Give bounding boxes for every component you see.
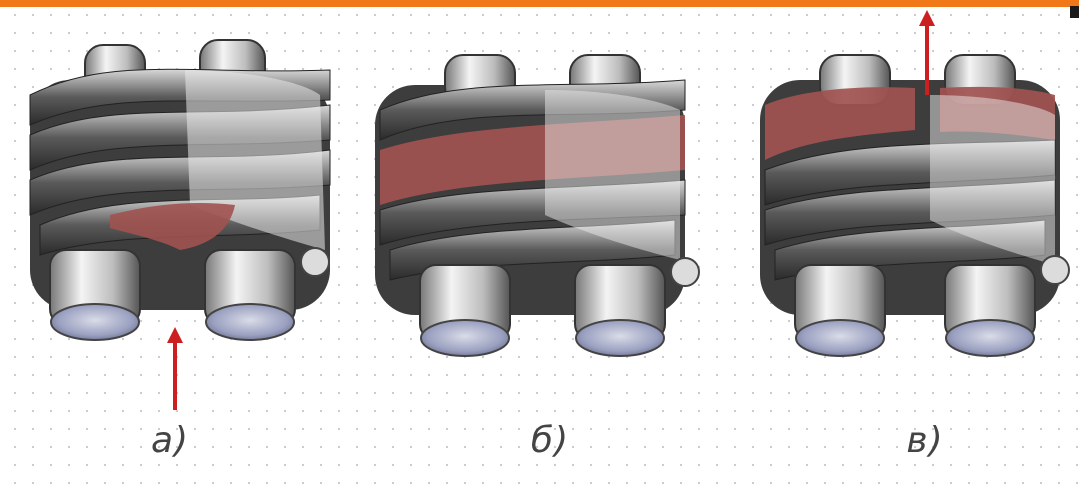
panel-label-b: б) xyxy=(490,420,610,461)
panel-label-c: в) xyxy=(865,420,985,461)
rotor-assembly-a xyxy=(30,40,330,340)
rotor-assembly-c xyxy=(760,55,1069,356)
rotor-assembly-b xyxy=(375,55,699,356)
panel-label-a: а) xyxy=(110,420,230,461)
